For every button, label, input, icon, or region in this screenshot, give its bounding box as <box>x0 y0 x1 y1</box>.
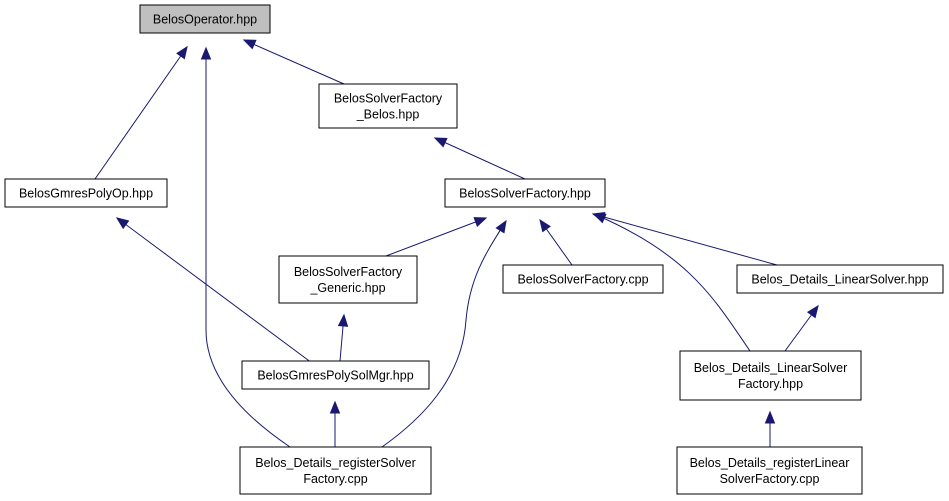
node-box-gmres-poly-op <box>4 178 168 208</box>
node-belos-operator[interactable]: BelosOperator.hpp <box>139 4 271 34</box>
node-box-solver-factory-belos <box>318 83 458 129</box>
node-label-details-linear-solver-factory: Belos_Details_LinearSolver <box>694 361 848 375</box>
edges-layer <box>94 39 819 448</box>
node-label-details-register-linear-solver-factory: SolverFactory.cpp <box>720 472 820 486</box>
node-box-details-linear-solver <box>736 264 944 294</box>
node-label-details-register-solver-factory: Belos_Details_registerSolver <box>255 456 416 470</box>
node-box-solver-factory-hpp <box>444 178 606 208</box>
edge-details-register-solver-factory-to-solver-factory-hpp <box>381 220 507 448</box>
node-label-solver-factory-belos: _Belos.hpp <box>356 108 420 122</box>
edge-gmres-poly-op-to-belos-operator <box>94 46 188 180</box>
node-gmres-poly-solmgr[interactable]: BelosGmresPolySolMgr.hpp <box>241 360 430 390</box>
arrowhead-solver-factory-belos-to-belos-operator <box>242 39 257 50</box>
node-solver-factory-belos[interactable]: BelosSolverFactory _Belos.hpp <box>318 83 458 129</box>
arrowhead-gmres-poly-solmgr-to-solver-factory-generic <box>337 313 349 327</box>
node-label-solver-factory-generic: _Generic.hpp <box>309 281 385 295</box>
edge-gmres-poly-solmgr-to-gmres-poly-op <box>116 217 317 367</box>
edge-details-linear-solver-factory-to-solver-factory-hpp <box>593 213 751 352</box>
node-label-details-register-solver-factory: Factory.cpp <box>303 472 367 486</box>
node-label-solver-factory-belos: BelosSolverFactory <box>334 92 443 106</box>
node-box-gmres-poly-solmgr <box>241 360 430 390</box>
node-label-details-linear-solver: Belos_Details_LinearSolver.hpp <box>751 273 928 287</box>
node-label-belos-operator: BelosOperator.hpp <box>153 13 257 27</box>
arrowhead-details-register-solver-factory-to-gmres-poly-solmgr <box>329 400 341 414</box>
arrowhead-details-register-solver-factory-to-belos-operator <box>200 46 212 60</box>
node-label-gmres-poly-solmgr: BelosGmresPolySolMgr.hpp <box>257 369 413 383</box>
node-label-details-linear-solver-factory: Factory.hpp <box>738 377 803 391</box>
node-solver-factory-generic[interactable]: BelosSolverFactory _Generic.hpp <box>278 255 418 304</box>
node-box-details-register-linear-solver-factory <box>676 446 863 495</box>
node-box-details-register-solver-factory <box>239 446 432 495</box>
arrowhead-solver-factory-generic-to-solver-factory-hpp <box>473 217 488 227</box>
arrowhead-details-register-solver-factory-to-solver-factory-hpp <box>495 219 507 234</box>
arrowhead-solver-factory-hpp-to-solver-factory-belos <box>433 137 448 148</box>
edge-solver-factory-belos-to-belos-operator <box>243 39 345 85</box>
edge-details-linear-solver-to-solver-factory-hpp <box>592 213 778 266</box>
arrowhead-details-linear-solver-factory-to-details-linear-solver <box>806 304 819 319</box>
node-details-register-linear-solver-factory[interactable]: Belos_Details_registerLinearSolverFactor… <box>676 446 863 495</box>
node-box-solver-factory-cpp <box>502 264 664 294</box>
node-label-solver-factory-hpp: BelosSolverFactory.hpp <box>459 187 591 201</box>
node-gmres-poly-op[interactable]: BelosGmresPolyOp.hpp <box>4 178 168 208</box>
arrowhead-details-register-linear-solver-factory-to-details-linear-solver-factory <box>764 410 776 424</box>
node-label-gmres-poly-op: BelosGmresPolyOp.hpp <box>19 187 153 201</box>
node-label-solver-factory-cpp: BelosSolverFactory.cpp <box>517 273 648 287</box>
edge-details-register-solver-factory-to-belos-operator <box>205 48 291 448</box>
arrowhead-details-linear-solver-factory-to-solver-factory-hpp <box>592 213 607 224</box>
node-label-solver-factory-generic: BelosSolverFactory <box>294 265 403 279</box>
arrowhead-solver-factory-cpp-to-solver-factory-hpp <box>539 218 551 233</box>
node-solver-factory-cpp[interactable]: BelosSolverFactory.cpp <box>502 264 664 294</box>
node-solver-factory-hpp[interactable]: BelosSolverFactory.hpp <box>444 178 606 208</box>
node-label-details-register-linear-solver-factory: Belos_Details_registerLinear <box>690 456 850 470</box>
node-details-linear-solver[interactable]: Belos_Details_LinearSolver.hpp <box>736 264 944 294</box>
node-box-solver-factory-generic <box>278 255 418 304</box>
edge-solver-factory-generic-to-solver-factory-hpp <box>385 217 487 257</box>
edge-solver-factory-hpp-to-solver-factory-belos <box>434 137 526 180</box>
node-box-belos-operator <box>139 4 271 34</box>
arrowhead-gmres-poly-op-to-belos-operator <box>176 45 188 60</box>
arrowhead-gmres-poly-solmgr-to-gmres-poly-op <box>115 217 130 230</box>
node-box-details-linear-solver-factory <box>679 350 862 401</box>
